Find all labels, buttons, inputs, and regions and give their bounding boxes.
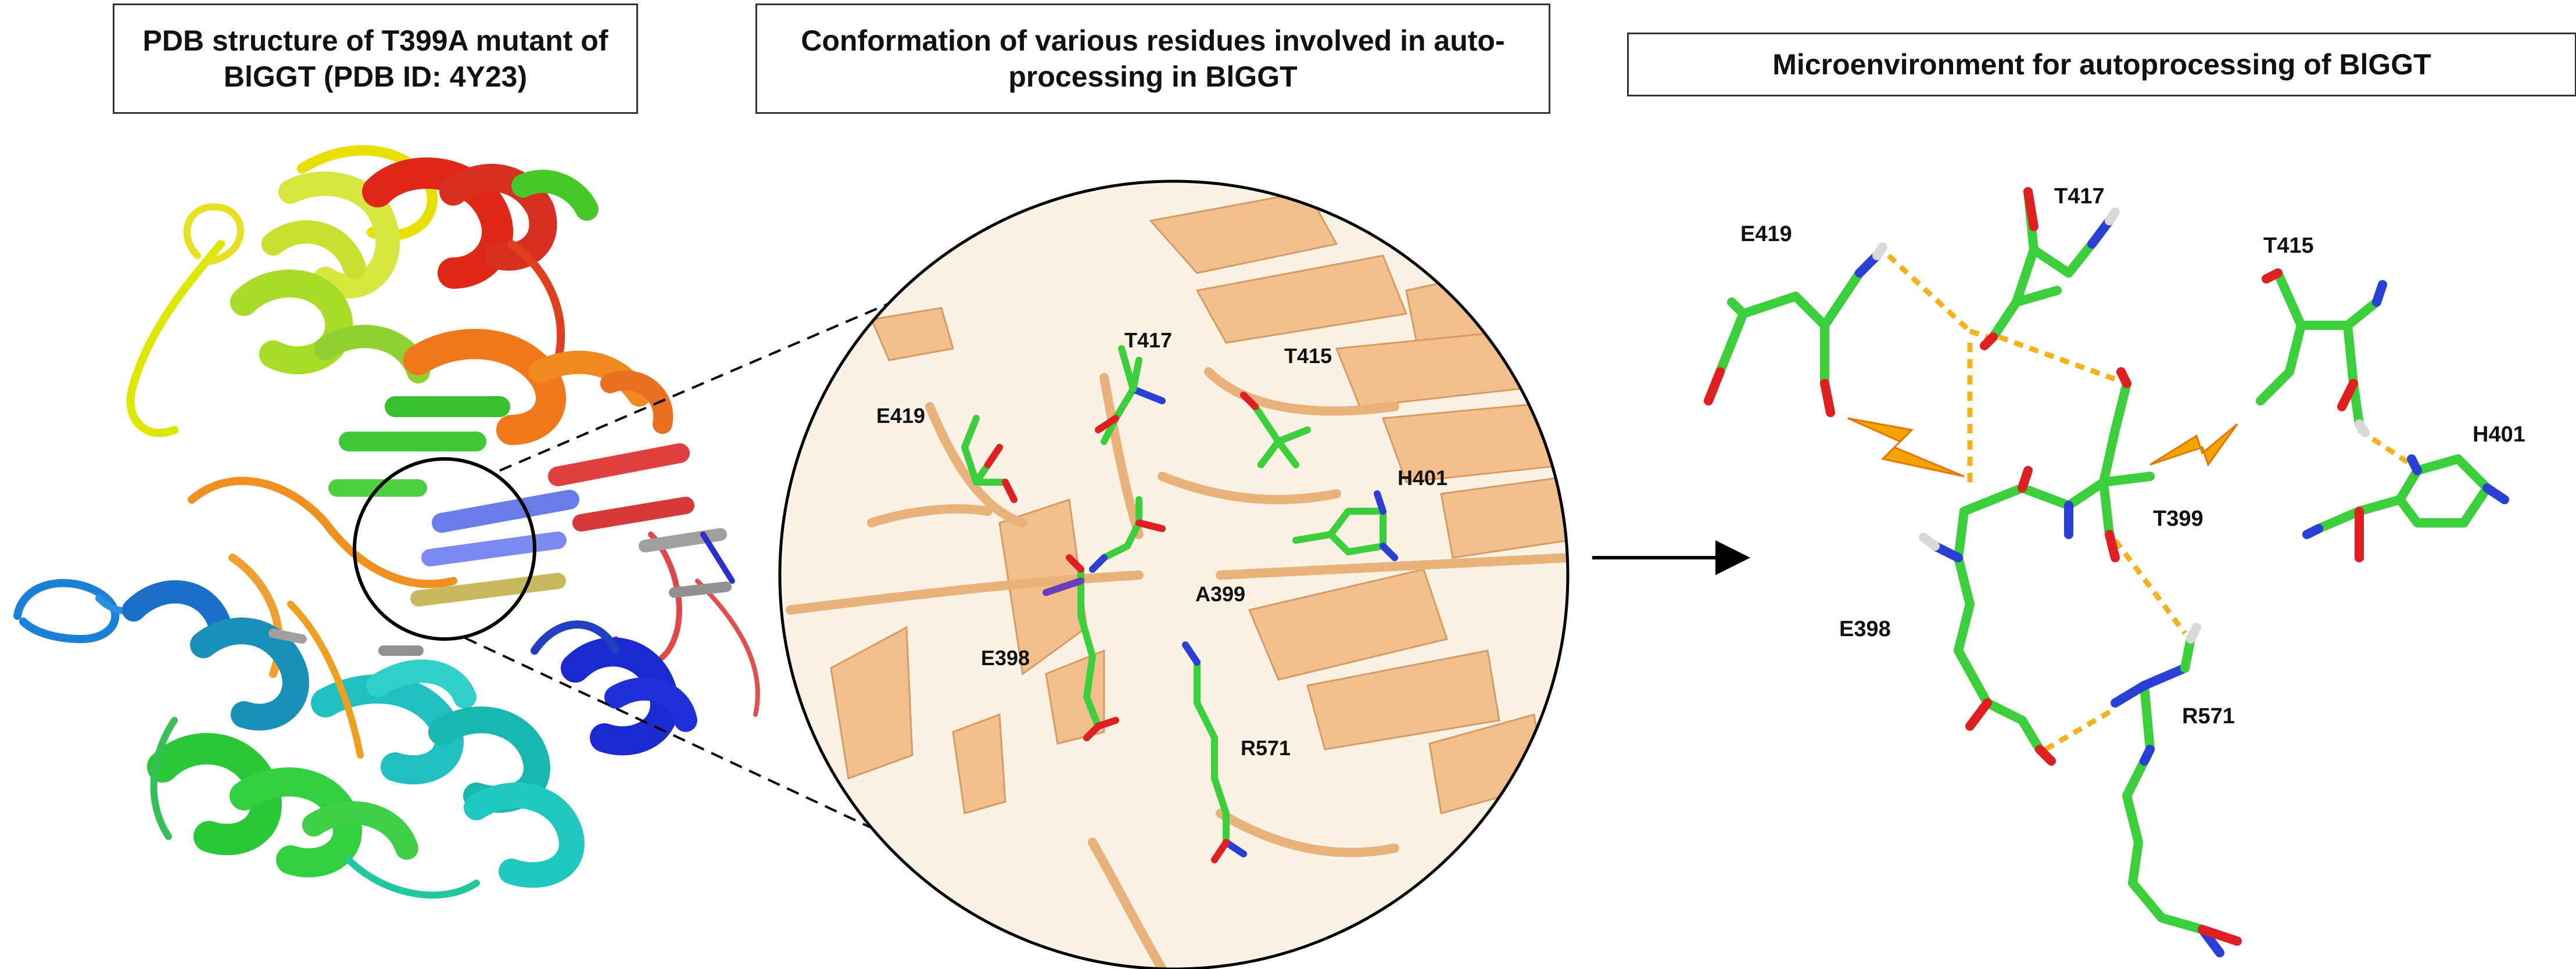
panel-title-right: Microenvironment for autoprocessing of B… [1627, 33, 2576, 96]
zoom-label-r571: R571 [1241, 736, 1291, 760]
panel-title-middle: Conformation of various residues involve… [755, 3, 1550, 114]
micro-label-h401: H401 [2473, 422, 2525, 447]
micro-label-e419: E419 [1740, 222, 1792, 246]
lightning-icon-left [1847, 417, 1965, 478]
lightning-icon-right [2149, 423, 2238, 467]
zoom-circle-border [778, 180, 1570, 969]
panel-title-left-text: PDB structure of T399A mutant of BlGGT (… [142, 24, 608, 94]
micro-label-t415: T415 [2263, 234, 2314, 258]
zoom-label-e398: E398 [981, 646, 1030, 670]
micro-label-t399: T399 [2153, 507, 2204, 531]
panel-title-left: PDB structure of T399A mutant of BlGGT (… [113, 3, 638, 114]
selection-circle [353, 457, 536, 641]
zoom-label-e419: E419 [876, 404, 925, 428]
micro-label-r571: R571 [2182, 704, 2235, 728]
zoom-label-t415: T415 [1284, 344, 1332, 368]
panel-title-right-text: Microenvironment for autoprocessing of B… [1772, 48, 2431, 81]
micro-label-t417: T417 [2054, 184, 2105, 209]
protein-cartoon-structure [13, 145, 760, 899]
zoom-label-h401: H401 [1398, 466, 1448, 490]
microenvironment: E419 T417 T415 H401 T399 E398 R571 [1704, 184, 2525, 957]
zoom-label-a399: A399 [1195, 582, 1245, 606]
panel-title-middle-text: Conformation of various residues involve… [801, 24, 1505, 94]
micro-label-e398: E398 [1839, 617, 1891, 641]
zoom-label-t417: T417 [1124, 328, 1172, 352]
hydrogen-bonds [1886, 253, 2413, 752]
